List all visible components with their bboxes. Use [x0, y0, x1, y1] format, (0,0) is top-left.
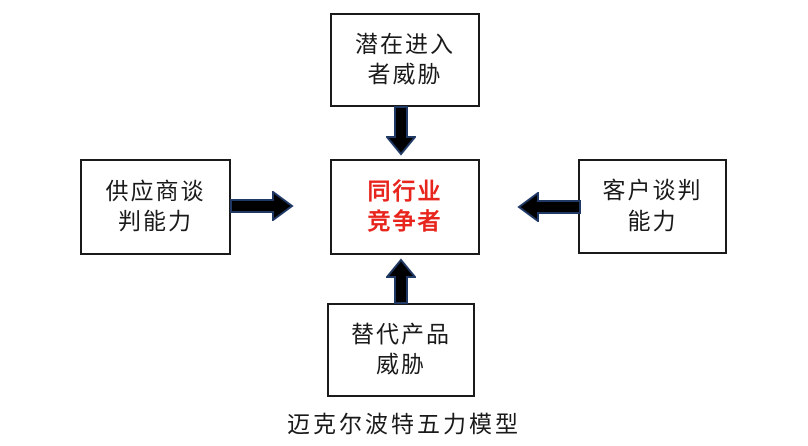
node-label-line: 者威胁 — [367, 62, 443, 87]
node-label-line: 替代产品 — [351, 321, 451, 347]
arrow-down-icon — [386, 106, 416, 156]
node-label-line: 判能力 — [118, 209, 193, 234]
node-label-line: 同行业 — [367, 178, 443, 204]
arrow-up-icon — [386, 258, 416, 304]
diagram-caption: 迈克尔波特五力模型 — [287, 412, 521, 437]
arrow-right-icon — [230, 191, 294, 221]
node-label-line: 能力 — [627, 208, 678, 234]
node-label-line: 竞争者 — [367, 209, 443, 234]
node-label-line: 潜在进入 — [355, 31, 455, 57]
node-industry-competitors: 同行业 竞争者 — [330, 159, 480, 255]
node-supplier-bargaining-power: 供应商谈 判能力 — [80, 159, 231, 255]
node-potential-entrants: 潜在进入 者威胁 — [330, 13, 480, 107]
arrow-left-icon — [517, 192, 581, 222]
node-customer-bargaining-power: 客户谈判 能力 — [578, 159, 727, 254]
node-label-line: 供应商谈 — [105, 178, 206, 204]
node-label-line: 威胁 — [376, 352, 426, 377]
node-label-line: 客户谈判 — [602, 178, 703, 204]
node-substitute-products: 替代产品 威胁 — [327, 303, 475, 397]
